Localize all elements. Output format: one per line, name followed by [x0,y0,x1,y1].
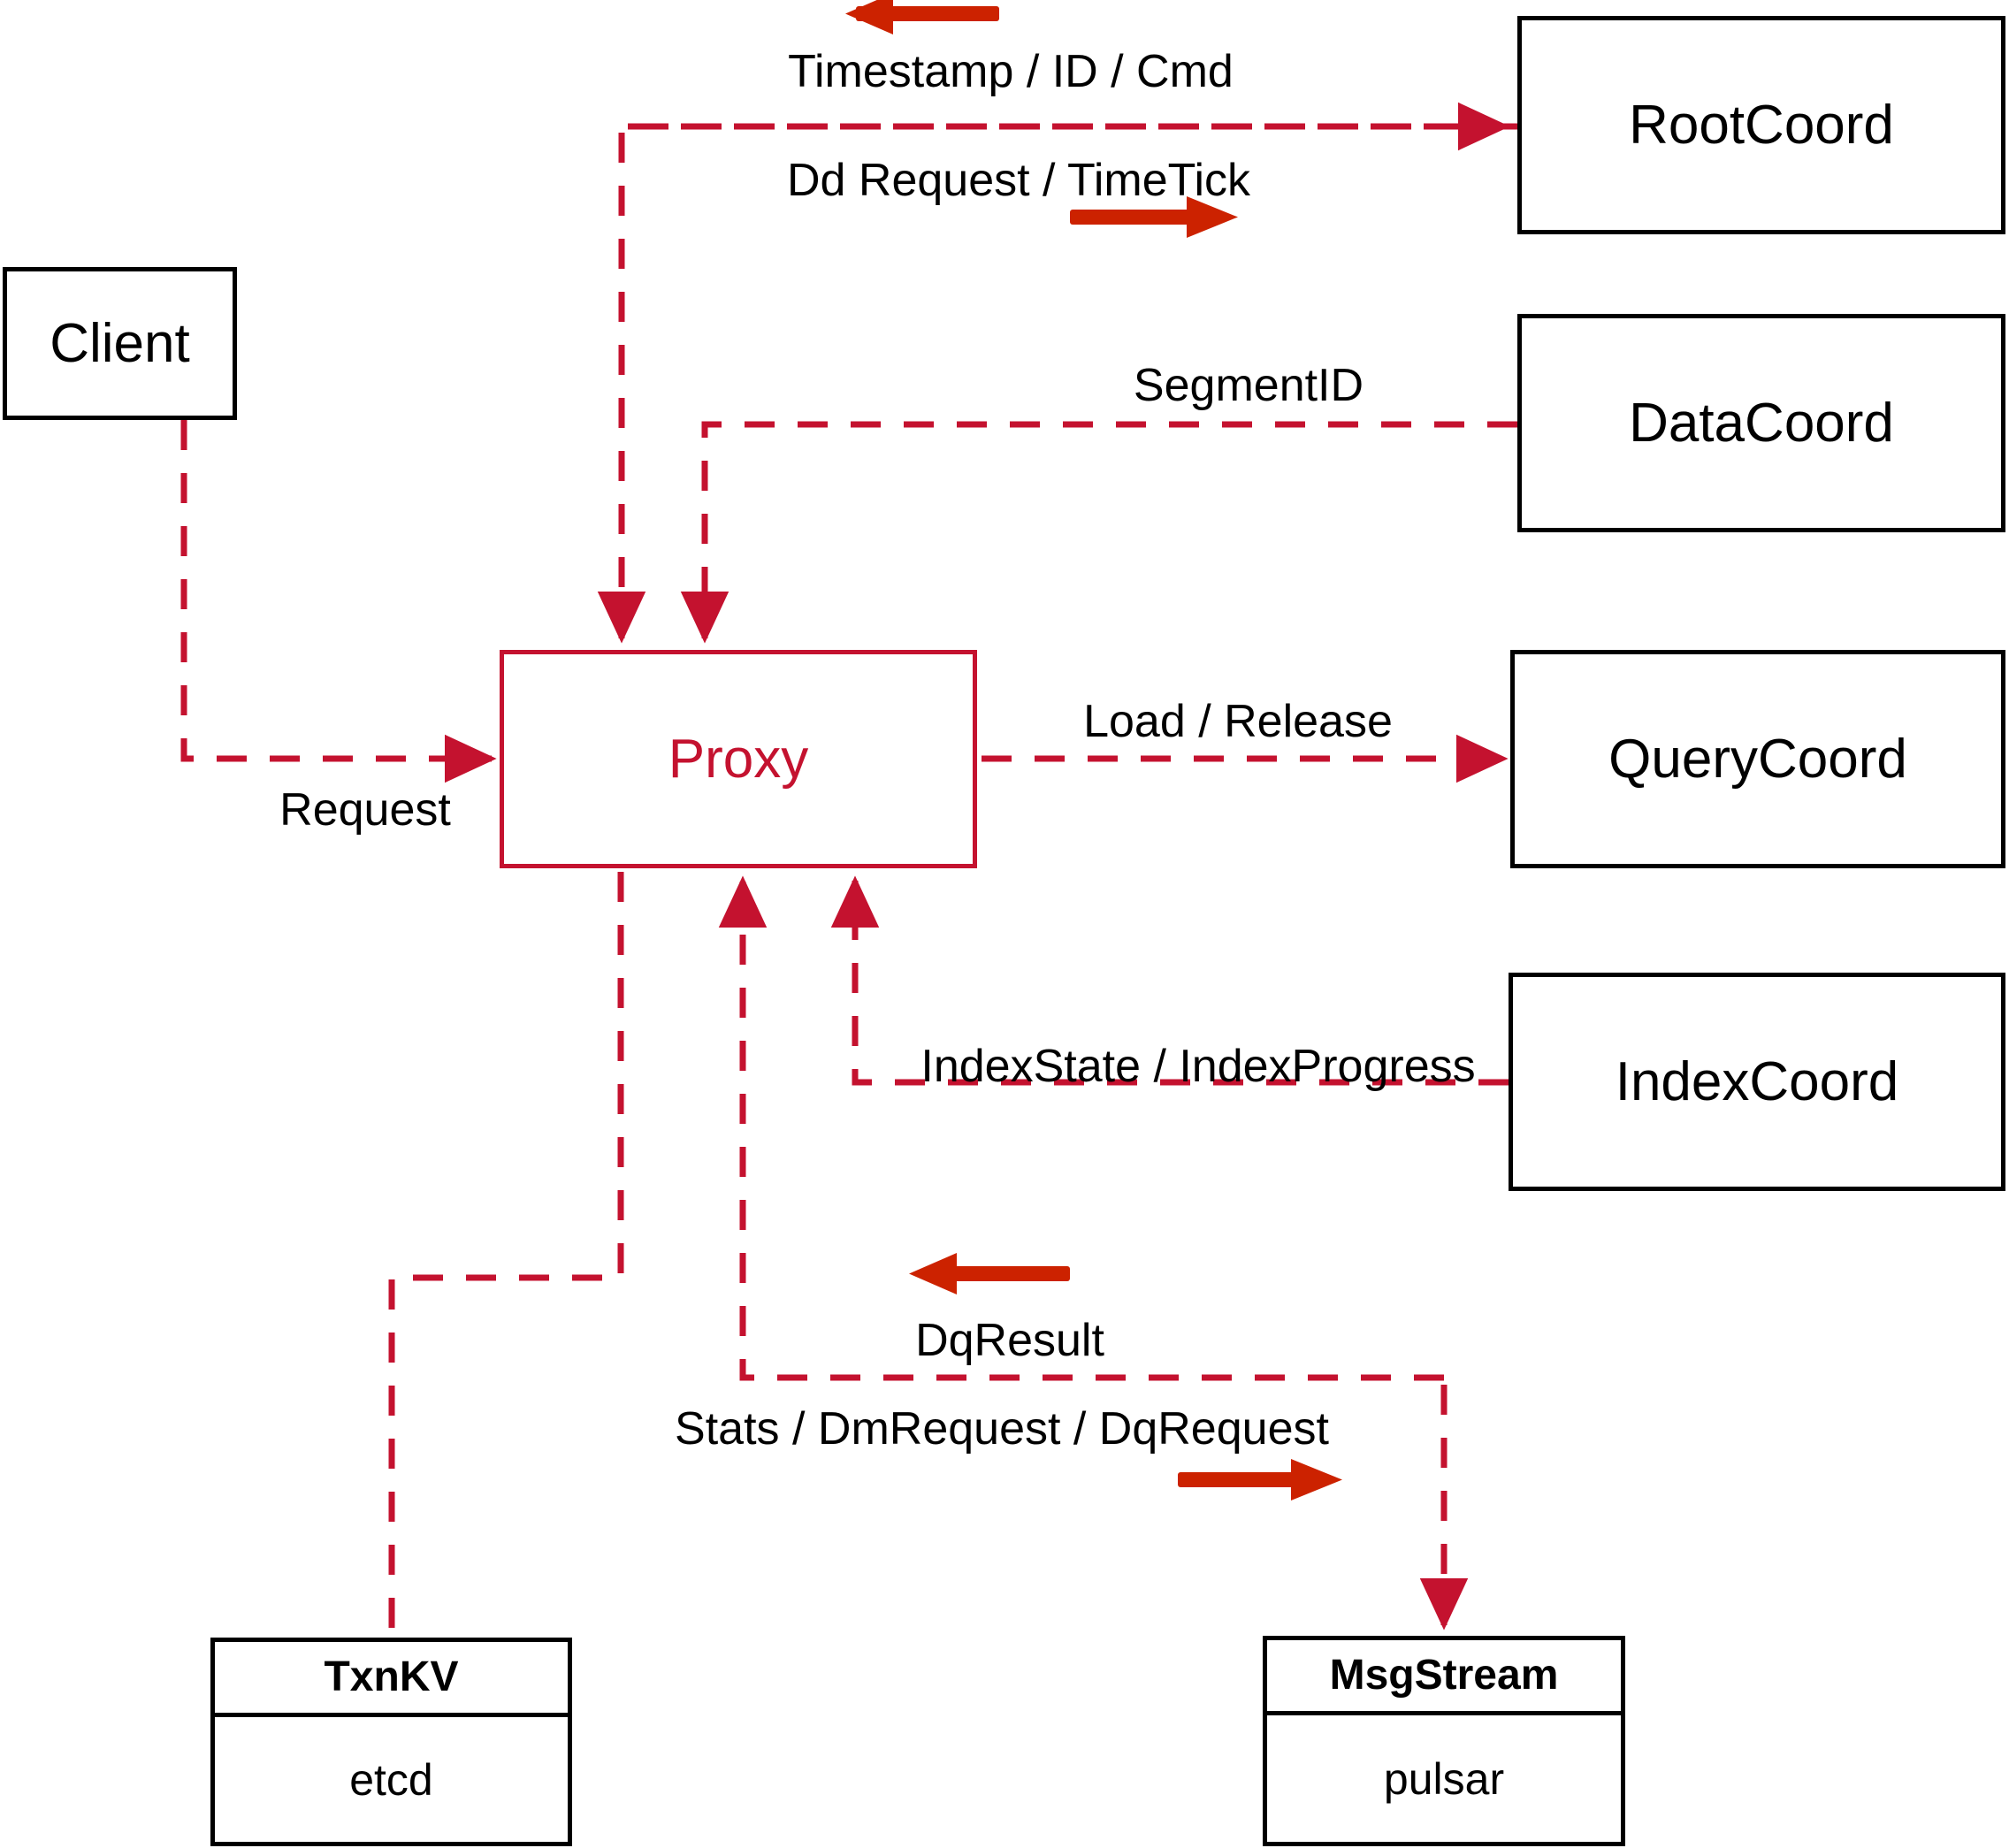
node-proxy[interactable]: Proxy [500,650,977,868]
node-msgstream-header: MsgStream [1267,1640,1621,1715]
node-client-label: Client [50,312,190,374]
node-txnkv[interactable]: TxnKV etcd [210,1638,572,1846]
node-msgstream-body: pulsar [1267,1715,1621,1842]
edge-label-segmentid: SegmentID [1133,360,1364,411]
node-indexcoord-label: IndexCoord [1615,1050,1899,1112]
edge-label-indexstate-indexprogress: IndexState / IndexProgress [920,1041,1476,1092]
node-txnkv-impl: etcd [349,1754,433,1805]
node-msgstream-impl: pulsar [1383,1753,1505,1804]
edge-label-dqresult: DqResult [915,1315,1104,1366]
node-indexcoord[interactable]: IndexCoord [1509,973,2005,1191]
node-txnkv-header: TxnKV [215,1642,568,1717]
edge-indexcoord-to-proxy [830,875,1509,1086]
edge-label-dd-request-timetick: Dd Request / TimeTick [786,155,1251,206]
direction-arrow-right-ddrequest [1070,196,1238,238]
edge-msgstream-to-proxy [718,875,1444,1381]
node-client[interactable]: Client [3,267,237,420]
node-rootcoord[interactable]: RootCoord [1517,16,2005,234]
node-datacoord-label: DataCoord [1629,392,1894,454]
node-proxy-label: Proxy [668,728,809,790]
direction-arrow-right-stats [1178,1459,1342,1501]
edge-label-request: Request [279,784,451,836]
edge-client-to-proxy [180,420,497,783]
edge-label-load-release: Load / Release [1083,696,1393,747]
edge-proxy-to-txnkv [388,872,624,1638]
edge-label-stats-dmrequest-dqrequest: Stats / DmRequest / DqRequest [675,1403,1329,1455]
node-querycoord[interactable]: QueryCoord [1510,650,2005,868]
node-msgstream-title: MsgStream [1329,1652,1559,1699]
node-querycoord-label: QueryCoord [1608,728,1907,790]
edge-datacoord-to-proxy [680,421,1517,644]
edge-rootcoord-to-proxy [597,123,1517,644]
node-rootcoord-label: RootCoord [1629,94,1894,156]
node-msgstream[interactable]: MsgStream pulsar [1263,1636,1625,1846]
node-datacoord[interactable]: DataCoord [1517,314,2005,532]
edge-label-timestamp-id-cmd: Timestamp / ID / Cmd [788,46,1234,97]
node-txnkv-body: etcd [215,1717,568,1842]
node-txnkv-title: TxnKV [324,1653,459,1700]
direction-arrow-left-timestamp [845,0,999,34]
direction-arrow-left-dqresult [909,1253,1070,1294]
